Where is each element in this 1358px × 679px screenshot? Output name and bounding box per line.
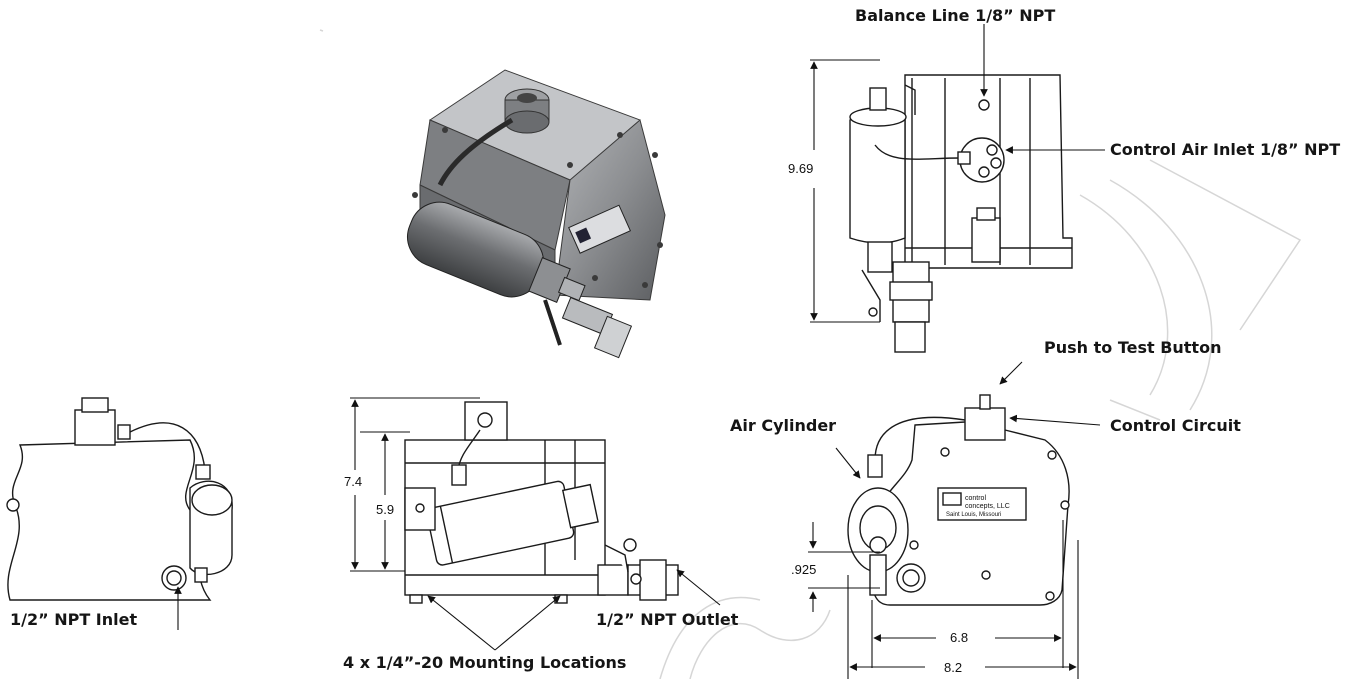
dim-offset: .925 xyxy=(791,562,817,577)
watermark xyxy=(319,29,1302,679)
isometric-render xyxy=(407,69,666,359)
push-to-test-leader xyxy=(999,361,1023,385)
control-air-inlet-label: Control Air Inlet 1/8” NPT xyxy=(1110,140,1341,159)
dim-side-height: 9.69 xyxy=(788,161,814,176)
dimension-side-height xyxy=(810,59,880,323)
npt-outlet-label: 1/2” NPT Outlet xyxy=(596,610,739,629)
control-circuit-label: Control Circuit xyxy=(1110,416,1241,435)
dim-overall-width: 8.2 xyxy=(944,660,963,675)
front-view xyxy=(849,74,1073,353)
push-to-test-label: Push to Test Button xyxy=(1044,338,1222,357)
air-cylinder-leader xyxy=(835,447,861,479)
nameplate: control concepts, LLC Saint Louis, Misso… xyxy=(946,495,1010,518)
rear-view xyxy=(847,394,1070,606)
nameplate-line2: concepts, LLC xyxy=(965,503,1010,510)
mounting-label: 4 x 1/4”-20 Mounting Locations xyxy=(343,653,627,672)
side-view xyxy=(6,397,233,601)
dim-inner-width: 6.8 xyxy=(950,630,969,645)
control-circuit-leader xyxy=(1009,414,1101,426)
nameplate-line3: Saint Louis, Missouri xyxy=(946,512,1001,518)
dimension-top-view-heights xyxy=(350,397,480,572)
npt-inlet-label: 1/2” NPT Inlet xyxy=(10,610,138,629)
balance-line-label: Balance Line 1/8” NPT xyxy=(855,6,1056,25)
npt-outlet-leader xyxy=(676,569,721,606)
dim-body-height: 5.9 xyxy=(376,502,395,517)
mounting-leaders xyxy=(427,595,561,651)
air-cylinder-label: Air Cylinder xyxy=(730,416,837,435)
top-view xyxy=(404,401,679,604)
dim-overall-height: 7.4 xyxy=(344,474,363,489)
nameplate-line1: control xyxy=(965,495,986,502)
dimension-rear-view xyxy=(808,520,1079,679)
